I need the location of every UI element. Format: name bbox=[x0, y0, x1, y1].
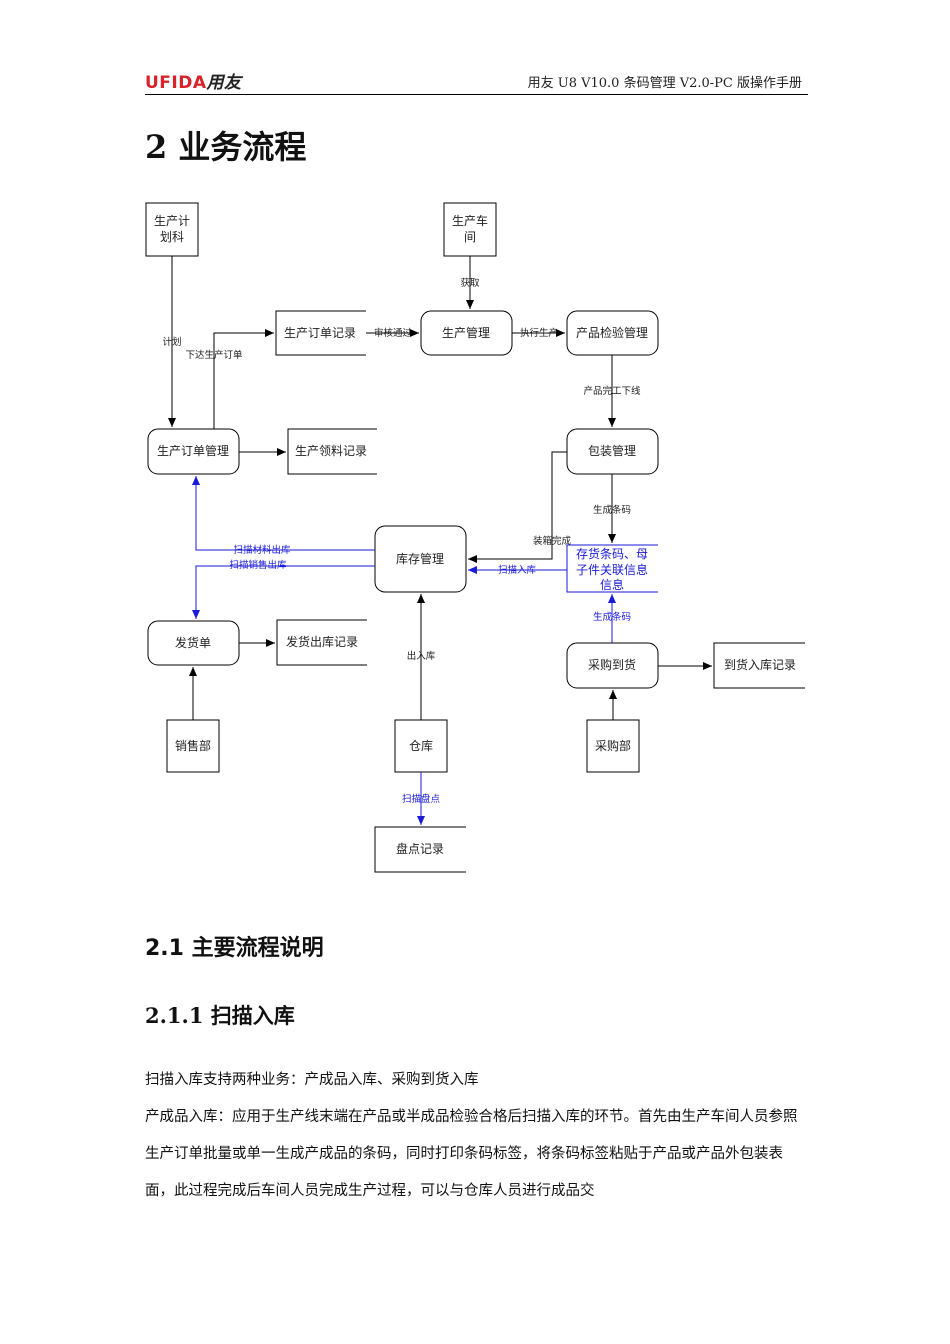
node-workshop-label-2: 间 bbox=[464, 230, 476, 244]
edge-packed bbox=[468, 451, 567, 563]
node-prod-order-record-label: 生产订单记录 bbox=[284, 326, 356, 340]
edge-in-out-label: 出入库 bbox=[407, 650, 436, 662]
edge-scan-out-sales bbox=[192, 565, 375, 619]
node-purchasing-label: 采购部 bbox=[595, 738, 631, 753]
node-barcode-info bbox=[566, 544, 658, 593]
edge-issue-order-label: 下达生产订单 bbox=[185, 349, 243, 361]
node-workshop bbox=[443, 202, 497, 257]
page-header: UFIDA用友 用友 U8 V10.0 条码管理 V2.0-PC 版操作手册 bbox=[145, 62, 808, 95]
node-material-record bbox=[287, 428, 377, 475]
node-delivery-label: 发货单 bbox=[175, 635, 211, 650]
node-purchase-arrival-label: 采购到货 bbox=[588, 657, 636, 672]
edge-gen-barcode-1-label: 生成条码 bbox=[593, 504, 631, 516]
edge-issue-order bbox=[213, 329, 274, 429]
edge-packed-label: 装箱完成 bbox=[533, 535, 572, 547]
node-stocktake-record-label: 盘点记录 bbox=[396, 841, 444, 856]
node-warehouse bbox=[394, 719, 448, 773]
edge-execute-label: 执行生产 bbox=[520, 327, 558, 339]
edge-plan-label: 计划 bbox=[162, 336, 181, 348]
node-inventory-label: 库存管理 bbox=[396, 551, 444, 566]
edge-scan-in-label: 扫描入库 bbox=[498, 564, 537, 576]
section-2-1-heading: 2.1 主要流程说明 bbox=[145, 936, 324, 961]
edge-scan-stocktake-label: 扫描盘点 bbox=[402, 793, 441, 805]
node-inventory bbox=[374, 525, 467, 593]
node-warehouse-label: 仓库 bbox=[409, 738, 433, 753]
node-plan bbox=[145, 202, 199, 257]
edge-scan-out-sales-label: 扫描销售出库 bbox=[229, 559, 287, 571]
paragraph-intro: 扫描入库支持两种业务：产成品入库、采购到货入库 bbox=[145, 1072, 479, 1088]
edge-scan-out-material-label: 扫描材料出库 bbox=[233, 544, 291, 556]
node-plan-label-2: 划科 bbox=[160, 230, 184, 244]
edge-scan-out-material bbox=[192, 476, 375, 551]
node-delivery-record-label: 发货出库记录 bbox=[286, 634, 358, 649]
edge-gen-barcode-2-label: 生成条码 bbox=[593, 611, 631, 623]
ufida-logo: UFIDA用友 bbox=[145, 73, 242, 93]
node-material-record-label: 生产领料记录 bbox=[295, 444, 367, 458]
node-stocktake-record bbox=[374, 826, 466, 873]
node-packing-label: 包装管理 bbox=[588, 443, 636, 458]
document-title: 用友 U8 V10.0 条码管理 V2.0-PC 版操作手册 bbox=[527, 76, 802, 91]
node-sales-label: 销售部 bbox=[175, 738, 211, 753]
node-prod-mgmt-label: 生产管理 bbox=[442, 325, 490, 340]
node-arrival-record-label: 到货入库记录 bbox=[724, 657, 796, 672]
node-prod-order-mgmt-label: 生产订单管理 bbox=[157, 443, 229, 458]
node-barcode-info-label-2: 子件关联信息 bbox=[576, 562, 648, 577]
node-barcode-info-label-1: 存货条码、母 bbox=[576, 546, 648, 561]
node-inspection-label: 产品检验管理 bbox=[576, 325, 648, 340]
node-arrival-record bbox=[713, 642, 805, 689]
node-prod-order-record bbox=[275, 310, 366, 356]
node-barcode-info-label-3: 信息 bbox=[600, 577, 624, 592]
edge-approved-label: 审核通过 bbox=[374, 327, 413, 339]
business-flow-diagram: 生产计 划科 生产车 间 销售部 仓库 采购部 生产管理 产品检验管理 生产订单… bbox=[140, 195, 820, 885]
node-purchasing bbox=[586, 719, 640, 773]
node-delivery-record bbox=[276, 619, 367, 666]
section-2-1-1-heading: 2.1.1 扫描入库 bbox=[145, 1003, 295, 1028]
chapter-title: 2 业务流程 bbox=[145, 128, 307, 166]
node-workshop-label-1: 生产车 bbox=[452, 213, 488, 228]
edge-fetch-label: 获取 bbox=[460, 278, 480, 289]
edge-finished-label: 产品完工下线 bbox=[583, 385, 641, 397]
node-plan-label-1: 生产计 bbox=[154, 214, 190, 228]
paragraph-finished-goods: 产成品入库：应用于生产线末端在产品或半成品检验合格后扫描入库的环节。首先由生产车… bbox=[145, 1109, 798, 1199]
